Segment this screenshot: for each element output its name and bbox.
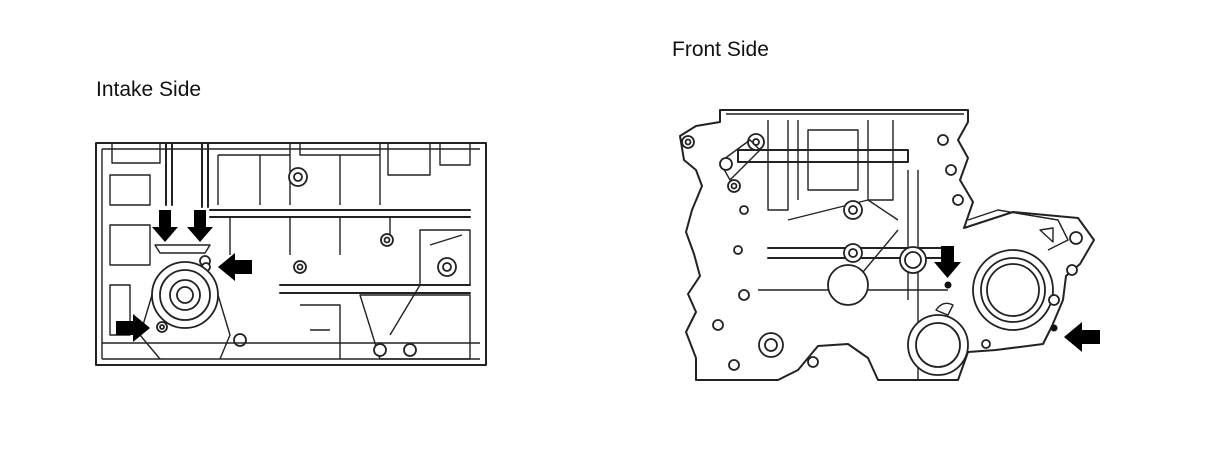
arrow-icon (152, 210, 178, 242)
arrow-icon (218, 253, 252, 281)
front-side-block-svg (679, 109, 1100, 381)
intake-side-drawing (90, 135, 492, 371)
intake-side-label: Intake Side (96, 78, 202, 101)
arrow-icon (187, 210, 213, 242)
arrow-icon (116, 314, 150, 342)
arrow-icon (1064, 322, 1100, 352)
front-side-label: Front Side (672, 38, 769, 61)
arrow-icon (934, 246, 961, 278)
intake-side-block-svg (95, 142, 487, 366)
front-side-drawing (668, 100, 1108, 390)
